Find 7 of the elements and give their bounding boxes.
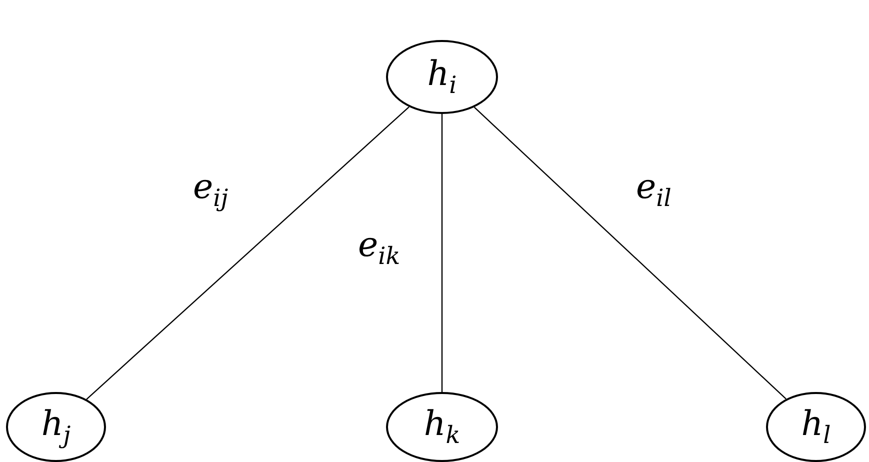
connector-line xyxy=(474,106,786,400)
connector-line xyxy=(86,106,410,400)
node-label: h$_{j}$ xyxy=(41,406,71,448)
node-label: h$_{i}$ xyxy=(427,56,457,98)
node-label: h$_{l}$ xyxy=(801,406,831,448)
node-label: h$_{k}$ xyxy=(424,406,460,448)
connector-line xyxy=(441,114,443,392)
